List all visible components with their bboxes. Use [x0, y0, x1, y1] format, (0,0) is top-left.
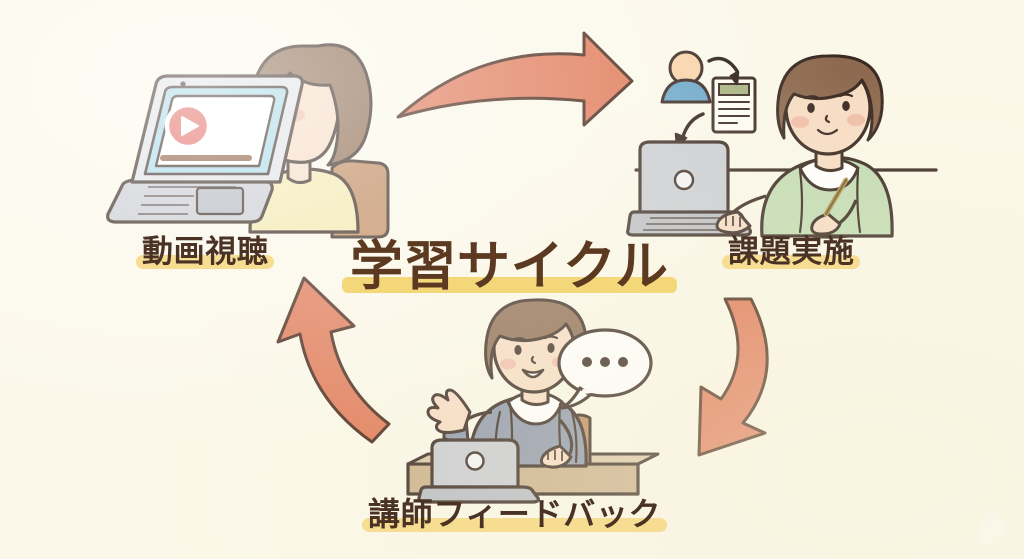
person-icon	[660, 50, 712, 104]
speech-bubble-icon	[557, 328, 653, 410]
node-label-assignment: 課題実施	[722, 236, 861, 269]
illustration-feedback	[406, 298, 660, 504]
page-title: 学習サイクル	[342, 240, 677, 293]
small-arrow-to-document	[707, 56, 740, 86]
document-icon	[711, 76, 757, 134]
node-label-video: 動画視聴	[136, 236, 275, 269]
arrow-feedback-to-video	[276, 276, 391, 444]
illustration-video-watching	[106, 43, 390, 239]
corner-flourish	[979, 508, 1006, 545]
arrow-video-to-assignment	[396, 31, 634, 127]
illustration-assignment	[626, 50, 938, 239]
arrow-assignment-to-feedback	[697, 297, 769, 457]
node-label-feedback: 講師フィードバック	[362, 498, 668, 532]
